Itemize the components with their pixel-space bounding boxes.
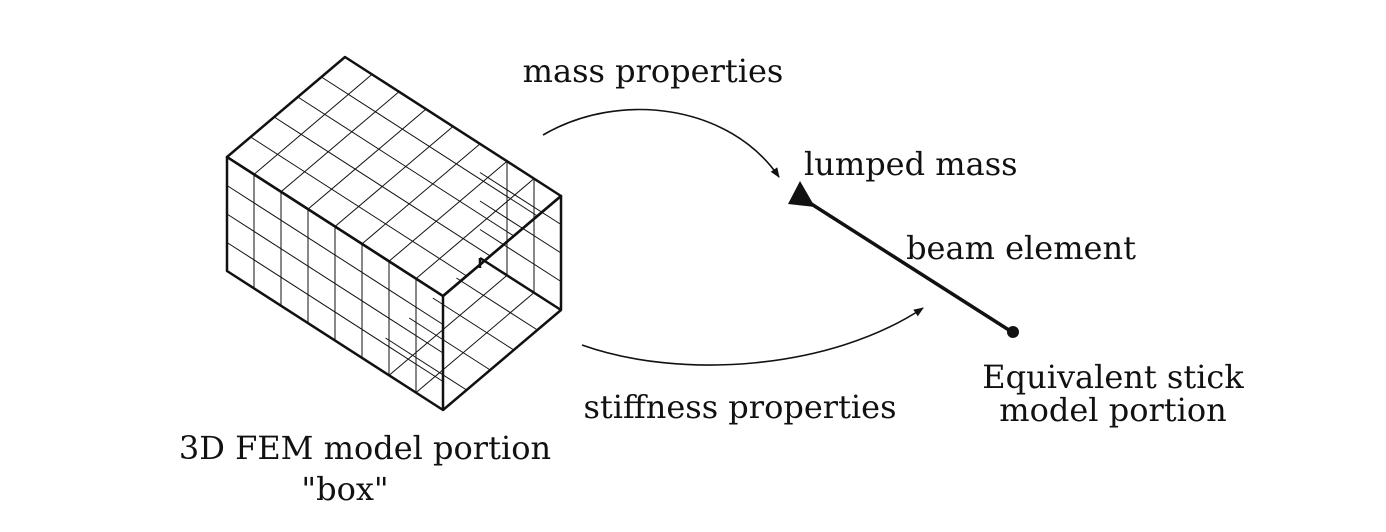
fem-inner-bottom-face-grid-line: [415, 292, 535, 394]
fem-top-face-grid-line: [273, 116, 491, 257]
fem-inner-bottom-face-grid-line: [408, 317, 491, 371]
fem-inner-back-face-grid-line: [479, 200, 562, 254]
stick-model-caption-line1: Equivalent stick: [982, 358, 1244, 396]
mass-properties-label: mass properties: [523, 52, 784, 90]
fem-top-face-grid-line: [253, 73, 373, 175]
fem-top-face-grid-line: [415, 178, 535, 280]
fem-front-face-grid-line: [226, 185, 444, 325]
fem-box-mesh-grid: [226, 73, 562, 394]
fem-top-face-grid-line: [280, 91, 400, 193]
stick-base-node: [1007, 326, 1019, 338]
stick-model-caption-line2: model portion: [999, 391, 1226, 429]
fem-inner-back-face-grid-line: [479, 229, 562, 282]
fem-inner-bottom-face-grid-line: [456, 277, 538, 331]
fem-top-face-grid-line: [361, 143, 481, 245]
stiffness-properties-arrow: [581, 307, 924, 366]
fem-top-face-grid-line: [388, 160, 508, 262]
fem-top-face-grid-line: [334, 126, 454, 227]
fem-inner-back-face-grid-line: [479, 172, 562, 225]
fem-top-face-grid-line: [307, 108, 427, 210]
beam-element-line: [801, 196, 1013, 334]
stiffness-properties-label: stiffness properties: [583, 388, 896, 426]
beam-element-label: beam element: [906, 229, 1136, 267]
lumped-mass-triangle: [788, 181, 815, 207]
fem-box-outline: [225, 55, 563, 412]
fem-box-inner-back-edge: [479, 256, 562, 312]
fem-inner-bottom-face-grid-line: [388, 274, 508, 376]
fem-box-right-opening-outline: [442, 194, 563, 411]
fem-model-caption-line1: 3D FEM model portion: [179, 429, 551, 467]
fem-model-caption-line2: "box": [301, 470, 388, 508]
fem-top-face-grid-line: [297, 96, 515, 237]
fem-inner-bottom-face-grid-line: [385, 337, 467, 391]
mass-properties-arrow: [542, 108, 780, 178]
lumped-mass-label: lumped mass: [804, 145, 1018, 183]
fem-top-face-grid-line: [321, 76, 538, 217]
fem-front-face-grid-line: [226, 213, 444, 354]
fem-front-face-grid-line: [226, 242, 444, 382]
fem-inner-bottom-face-grid-line: [432, 297, 515, 351]
fem-top-face-grid-line: [250, 136, 467, 277]
